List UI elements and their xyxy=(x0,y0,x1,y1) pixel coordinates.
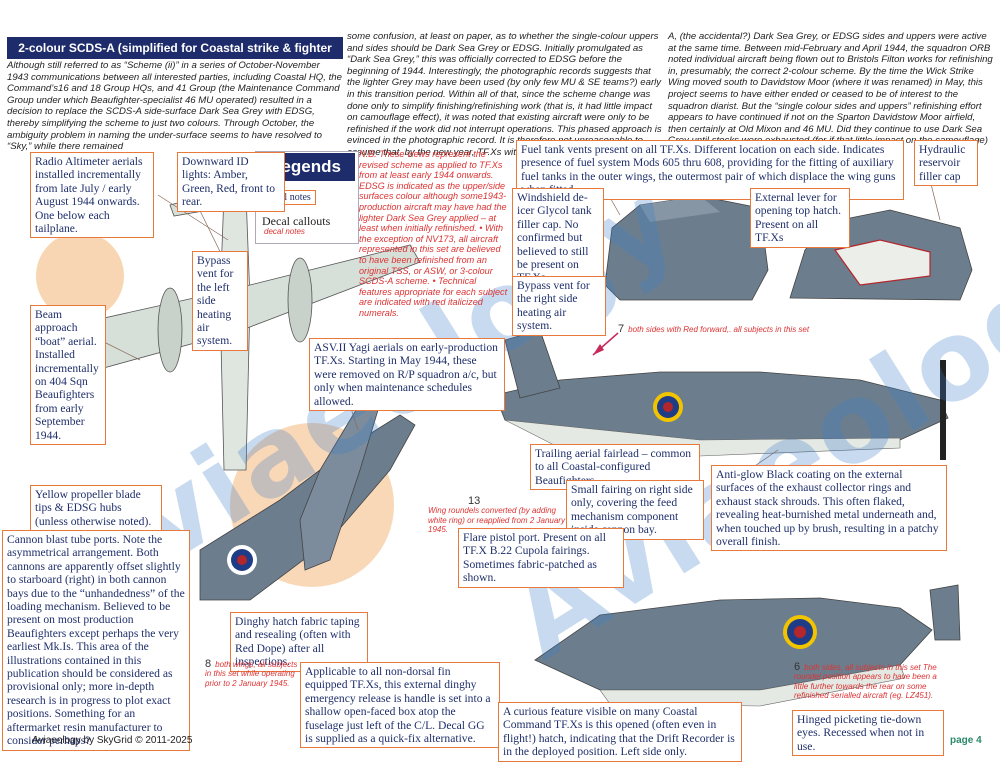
note-radio-altimeter: Radio Altimeter aerials installed increm… xyxy=(30,152,154,239)
note-fuel-tank-vents: Fuel tank vents present on all TF.Xs. Di… xyxy=(516,140,904,200)
note-beam-approach: Beam approach “boat” aerial. Installed i… xyxy=(30,305,106,446)
decal-note-text: Wing roundels converted (by adding white… xyxy=(428,506,565,535)
note-asv-yagi: ASV.II Yagi aerials on early-production … xyxy=(309,338,505,412)
decal-number: 6 xyxy=(794,661,801,673)
note-anti-glow: Anti-glow Black coating on the external … xyxy=(711,465,947,552)
legend-decal-notes: decal notes xyxy=(264,227,305,236)
decal-number: 7 xyxy=(618,323,625,335)
decal-note-text: both sides with Red forward,. all subjec… xyxy=(628,325,810,334)
intro-column-1: Although still referred to as “Scheme (i… xyxy=(7,60,342,153)
note-drift-recorder: A curious feature visible on many Coasta… xyxy=(498,702,742,762)
decal-note-13: 13 Wing roundels converted (by adding wh… xyxy=(428,495,568,535)
highlight-circle xyxy=(36,232,124,320)
decal-number: 13 xyxy=(468,495,481,507)
note-cannon-blast: Cannon blast tube ports. Note the asymme… xyxy=(2,530,190,751)
decal-note-text: both sides, all subjects in this set The… xyxy=(794,663,937,701)
legend-detail-notes-label: detail notes xyxy=(265,192,311,203)
note-yellow-propeller: Yellow propeller blade tips & EDSG hubs … xyxy=(30,485,162,532)
decal-number: 8 xyxy=(205,658,212,670)
engine-nacelle xyxy=(157,287,183,373)
note-downward-id-lights: Downward ID lights: Amber, Green, Red, f… xyxy=(177,152,285,212)
propeller-blade xyxy=(940,360,946,460)
footer-credit: Aviaeology by SkyGrid © 2011-2025 xyxy=(32,735,193,746)
upper-plan-view xyxy=(199,399,416,601)
note-external-lever: External lever for opening top hatch. Pr… xyxy=(750,188,850,248)
section-title-bar: 2-colour SCDS-A (simplified for Coastal … xyxy=(7,37,343,77)
note-dinghy-hatch: Dinghy hatch fabric taping and resealing… xyxy=(230,612,368,672)
intro-column-2: some confusion, at least on paper, as to… xyxy=(347,31,662,158)
note-hinged-picketing: Hinged picketing tie-down eyes. Recessed… xyxy=(792,710,944,757)
nb-note: N.B. These views represent the revised s… xyxy=(359,149,508,318)
note-bypass-vent-left: Bypass vent for the left side heating ai… xyxy=(192,251,248,351)
note-hydraulic-reservoir: Hydraulic reservoir filler cap xyxy=(914,140,978,187)
engine-nacelle xyxy=(287,257,313,343)
section-title: 2-colour SCDS-A (simplified for Coastal … xyxy=(18,41,332,77)
note-flare-pistol: Flare pistol port. Present on all TF.X B… xyxy=(458,528,624,588)
nose-detail-left xyxy=(604,195,769,301)
note-windshield-deicer: Windshield de-icer Glycol tank filler ca… xyxy=(512,188,604,288)
note-bypass-vent-right: Bypass vent for the right side heating a… xyxy=(512,276,606,336)
note-non-dorsal-fin: Applicable to all non-dorsal fin equippe… xyxy=(300,662,500,749)
page-number: page 4 xyxy=(950,735,982,746)
decal-note-text: both wings, all subjects in this set whi… xyxy=(205,660,298,688)
legend-decal-callouts: Decal callouts xyxy=(262,214,331,228)
